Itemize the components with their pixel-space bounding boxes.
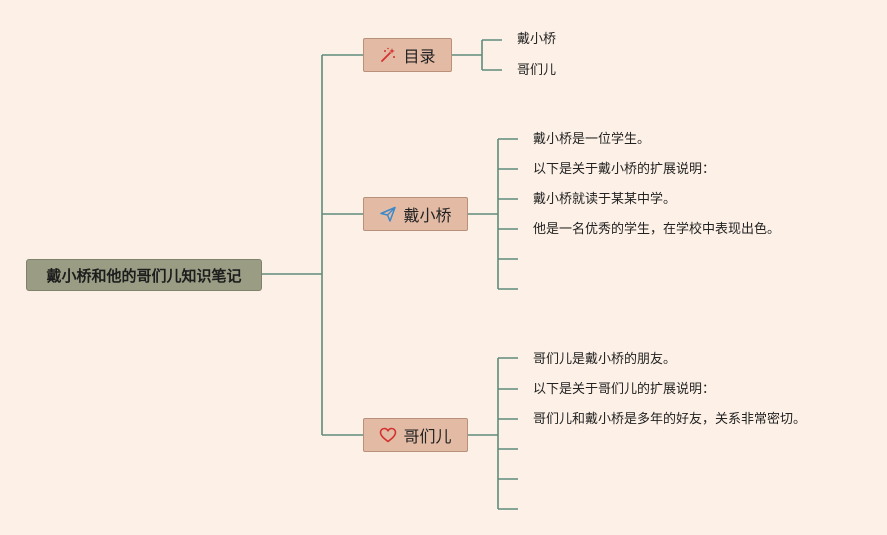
root-title: 戴小桥和他的哥们儿知识笔记: [46, 266, 242, 285]
branch-label: 目录: [403, 47, 436, 66]
leaf-item[interactable]: 他是一名优秀的学生，在学校中表现出色。: [533, 222, 781, 237]
leaf-item[interactable]: 以下是关于哥们儿的扩展说明：: [533, 382, 716, 397]
leaf-item[interactable]: 以下是关于戴小桥的扩展说明：: [533, 162, 716, 177]
leaf-item[interactable]: 哥们儿是戴小桥的朋友。: [533, 352, 677, 367]
branch-label: 戴小桥: [403, 206, 452, 225]
magic-wand-icon: [379, 46, 397, 64]
heart-icon: [379, 426, 397, 444]
paper-plane-icon: [379, 205, 397, 223]
leaf-item[interactable]: 哥们儿和戴小桥是多年的好友，关系非常密切。: [533, 412, 807, 427]
leaf-item[interactable]: 戴小桥是一位学生。: [533, 132, 651, 147]
root-node[interactable]: 戴小桥和他的哥们儿知识笔记: [26, 259, 262, 291]
leaf-item[interactable]: 哥们儿: [517, 63, 557, 78]
branch-node-toc[interactable]: 目录: [363, 38, 452, 72]
leaf-item[interactable]: 戴小桥就读于某某中学。: [533, 192, 677, 207]
branch-node-daixiaoqiao[interactable]: 戴小桥: [363, 197, 468, 231]
branch-node-gemener[interactable]: 哥们儿: [363, 418, 468, 452]
leaf-item[interactable]: 戴小桥: [517, 32, 557, 47]
branch-label: 哥们儿: [403, 427, 452, 446]
